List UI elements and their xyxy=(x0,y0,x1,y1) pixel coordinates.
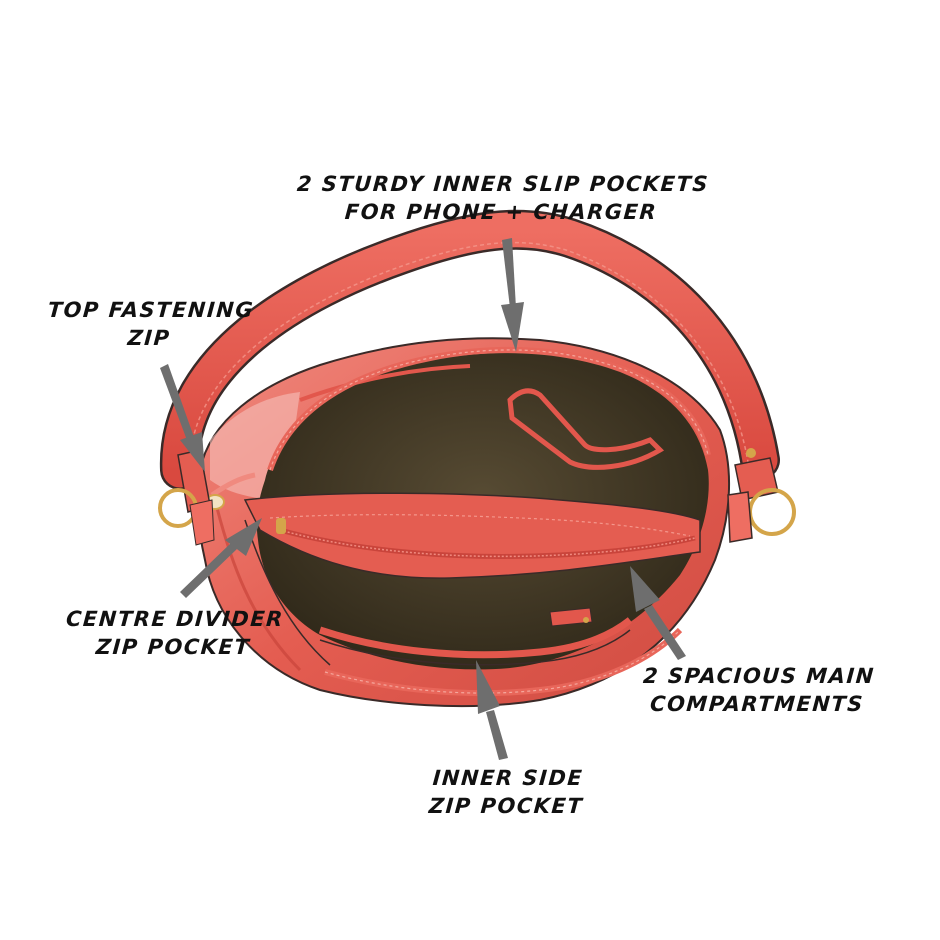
callout-line: TOP FASTENING xyxy=(46,298,255,322)
right-strap-hardware xyxy=(727,457,796,543)
d-ring-icon xyxy=(748,488,796,536)
arrow-main-compartments-icon xyxy=(630,566,686,660)
callout-main-compartments: 2 SPACIOUS MAIN COMPARTMENTS xyxy=(638,662,878,718)
callout-line: ZIP POCKET xyxy=(428,794,585,818)
callout-inner-side-zip-pocket: INNER SIDE ZIP POCKET xyxy=(416,764,598,820)
arrow-centre-divider-icon xyxy=(180,518,262,598)
callout-line: INNER SIDE xyxy=(431,766,585,790)
slip-pocket xyxy=(299,364,665,470)
callout-slip-pockets: 2 STURDY INNER SLIP POCKETS FOR PHONE + … xyxy=(290,170,714,226)
callout-line: ZIP POCKET xyxy=(95,635,252,659)
callout-line: CENTRE DIVIDER xyxy=(65,607,285,631)
arrow-top-zip-icon xyxy=(160,364,205,472)
callout-centre-divider-zip-pocket: CENTRE DIVIDER ZIP POCKET xyxy=(54,605,294,661)
rivet-icon xyxy=(746,448,756,458)
arrow-slip-pockets-icon xyxy=(501,238,524,352)
callout-top-fastening-zip: TOP FASTENING ZIP xyxy=(38,296,262,352)
shoulder-strap xyxy=(159,209,780,490)
callout-line: ZIP xyxy=(126,326,172,350)
callout-line: COMPARTMENTS xyxy=(649,692,865,716)
left-strap-hardware xyxy=(158,449,215,546)
centre-divider xyxy=(243,492,701,579)
arrow-inner-side-zip-icon xyxy=(476,660,508,760)
callout-line: FOR PHONE + CHARGER xyxy=(344,200,659,224)
zip-pull-icon xyxy=(276,518,286,534)
inner-side-zip-pocket xyxy=(318,607,683,697)
callout-arrows xyxy=(160,238,686,760)
callout-line: 2 STURDY INNER SLIP POCKETS xyxy=(296,172,710,196)
callout-line: 2 SPACIOUS MAIN xyxy=(642,664,876,688)
